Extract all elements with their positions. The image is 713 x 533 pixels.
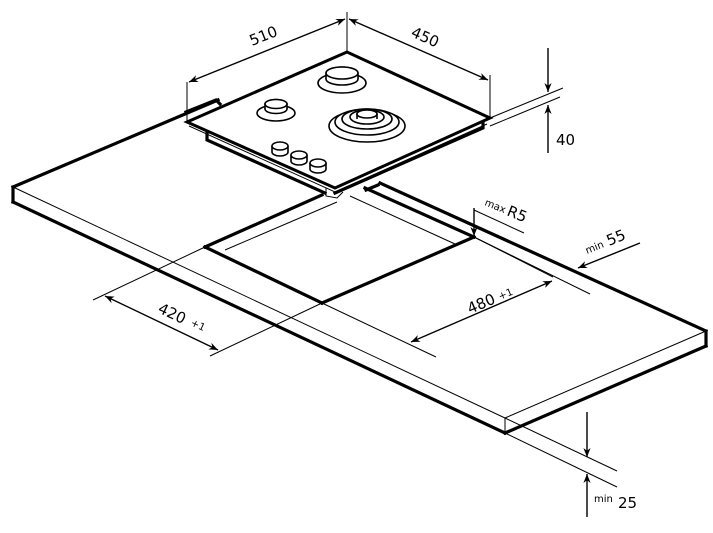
- label-cutout-depth: 420: [155, 299, 189, 327]
- label-worktop-thickness-prefix: min: [594, 494, 613, 505]
- worktop-right-top-edge: [504, 330, 707, 419]
- dimension-cutout-width: 480 +1: [321, 236, 554, 358]
- label-worktop-thickness: 25: [618, 494, 637, 512]
- cutout-right-inner: [349, 195, 456, 245]
- control-knob-2: [290, 150, 308, 166]
- worktop-top-front-edge: [12, 186, 506, 419]
- dimension-cutout-depth: 420 +1: [92, 246, 323, 357]
- label-corner-radius-prefix: max: [483, 198, 507, 216]
- worktop-bottom-front-edge: [10, 199, 508, 436]
- label-edge-distance: 55: [604, 226, 628, 250]
- hob-body-left: [205, 128, 328, 196]
- cutout-front-edge: [319, 234, 477, 306]
- cutout-left-edge: [202, 244, 325, 306]
- label-corner-radius: R5: [505, 202, 530, 226]
- dimension-worktop-thickness: min 25: [504, 412, 637, 517]
- cutout-back-left-edge: [202, 192, 325, 250]
- burner-left: [256, 98, 296, 122]
- hob-plate-corner: [325, 188, 344, 199]
- cutout: [202, 185, 477, 306]
- label-cutout-width-tolerance: +1: [497, 287, 515, 303]
- control-knob-3: [309, 158, 327, 174]
- worktop-back-right-edge: [377, 180, 709, 334]
- worktop-right-bottom-edge: [502, 343, 709, 436]
- control-knob-1: [271, 141, 289, 157]
- gas-hob: [183, 50, 494, 199]
- cutout-right-back-edge: [362, 185, 477, 240]
- label-cutout-depth-tolerance: +1: [189, 318, 207, 334]
- worktop-back-notch: [183, 98, 223, 115]
- worktop: [10, 97, 709, 436]
- worktop-back-left-edge: [10, 97, 221, 190]
- label-hob-height: 40: [556, 131, 575, 149]
- hob-plate-edge: [188, 123, 488, 193]
- label-edge-distance-prefix: min: [584, 240, 606, 257]
- burner-wok: [328, 108, 406, 143]
- dimension-hob-height: 40: [489, 48, 575, 153]
- label-cutout-width: 480: [465, 290, 498, 318]
- cutout-back-left-inner: [224, 201, 338, 251]
- label-hob-width: 510: [247, 22, 280, 49]
